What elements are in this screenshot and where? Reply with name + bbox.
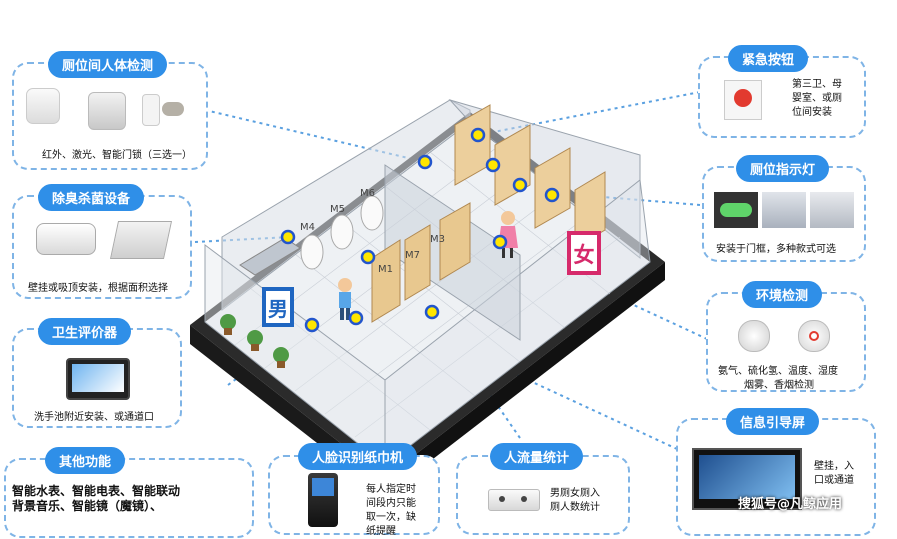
plants [220, 314, 289, 368]
indicator-light-image-2 [762, 192, 806, 228]
sensor-marker [304, 317, 320, 333]
sensor-marker [417, 154, 433, 170]
toilet-floor-plan-illustration: 男 女 M4 M5 M6 M1 M7 M3 [190, 91, 721, 496]
environment-title: 环境检测 [742, 281, 823, 308]
emergency-line1: 第三卫、母 [792, 79, 842, 90]
smart-lock-image [142, 94, 160, 126]
floor-slab-right [385, 262, 665, 496]
indicator-light-image-1 [714, 192, 758, 228]
smoke-sensor-image [798, 320, 830, 352]
people-counter-image [488, 489, 540, 511]
other-functions-line2: 背景音乐、智能镜（魔镜）、 [12, 499, 163, 513]
stall-labels: M4 M5 M6 M1 M7 M3 [300, 188, 445, 275]
urinals [300, 195, 384, 270]
boy-figure [338, 278, 352, 320]
other-functions-line1: 智能水表、智能电表、智能联动 [12, 484, 181, 498]
guide-line1: 壁挂，入 [814, 461, 854, 472]
sensor-marker [280, 229, 296, 245]
panel-indicator: 安装于门框，多种款式可选 [702, 166, 866, 262]
smart-lock-handle-image [162, 102, 184, 116]
stall-label-m1: M1 [378, 264, 393, 275]
emergency-title: 紧急按钮 [728, 45, 809, 72]
hygiene-title: 卫生评价器 [38, 318, 132, 345]
environment-line2: 烟雾、香烟检测 [744, 380, 814, 391]
indicator-caption: 安装于门框，多种款式可选 [716, 244, 836, 255]
gas-sensor-image [738, 320, 770, 352]
sensor-marker [485, 157, 501, 173]
guide-screen-image [692, 448, 802, 510]
sensor-marker [424, 304, 440, 320]
hygiene-caption: 洗手池附近安装、或通道口 [34, 412, 154, 423]
stall-label-m4: M4 [300, 222, 315, 233]
panel-body-detection: 红外、激光、智能门锁（三选一） [12, 62, 208, 170]
sensor-marker [492, 234, 508, 250]
laser-sensor-image [88, 92, 126, 130]
people-flow-line1: 男厕女厕入 [550, 488, 600, 499]
deodorize-caption: 壁挂或吸顶安装，根据面积选择 [28, 283, 168, 294]
male-sign-label: 男 [268, 297, 288, 321]
sensor-marker [544, 187, 560, 203]
emergency-line2: 婴室、或厕 [792, 93, 842, 104]
wall-deodorizer-image [36, 223, 96, 255]
ceiling-deodorizer-image [109, 221, 173, 259]
stall-label-m3: M3 [430, 234, 445, 245]
sensor-marker [512, 177, 528, 193]
guide-title: 信息引导屏 [726, 408, 820, 435]
environment-line1: 氨气、硫化氢、温度、湿度 [718, 366, 838, 377]
face-paper-line4: 纸提醒 [366, 526, 396, 537]
indicator-title: 厕位指示灯 [736, 155, 830, 182]
people-flow-line2: 厕人数统计 [550, 502, 600, 513]
people-flow-title: 人流量统计 [490, 443, 584, 470]
face-paper-line1: 每人指定时 [366, 484, 416, 495]
stall-label-m7: M7 [405, 250, 420, 261]
washbasin-counter [239, 237, 301, 276]
deodorize-title: 除臭杀菌设备 [38, 184, 145, 211]
hygiene-evaluator-image [66, 358, 130, 400]
infrared-sensor-image [26, 88, 62, 128]
face-paper-machine-image [308, 473, 338, 527]
guide-line2: 口或通道 [814, 475, 854, 486]
watermark: 搜狐号@凡鲸应用 [738, 497, 843, 512]
sensor-marker [348, 310, 364, 326]
female-sign-label: 女 [574, 243, 595, 267]
connector-line [204, 109, 426, 163]
connector-line [477, 91, 701, 136]
face-paper-title: 人脸识别纸巾机 [298, 443, 418, 470]
sensor-markers [280, 127, 560, 333]
other-functions-title: 其他功能 [45, 447, 126, 474]
emergency-button-image [724, 80, 762, 120]
indicator-light-image-3 [810, 192, 854, 228]
sensor-marker [470, 127, 486, 143]
face-paper-line3: 取一次，缺 [366, 512, 416, 523]
panel-guide-screen: 壁挂，入 口或通道 [676, 418, 876, 536]
male-stalls [371, 202, 471, 323]
face-paper-line2: 间段内只能 [366, 498, 416, 509]
sensor-marker [360, 249, 376, 265]
body-detection-caption: 红外、激光、智能门锁（三选一） [42, 150, 192, 161]
stall-label-m5: M5 [330, 204, 345, 215]
emergency-line3: 位间安装 [792, 107, 832, 118]
body-detection-title: 厕位间人体检测 [48, 51, 168, 78]
stall-label-m6: M6 [360, 188, 375, 199]
